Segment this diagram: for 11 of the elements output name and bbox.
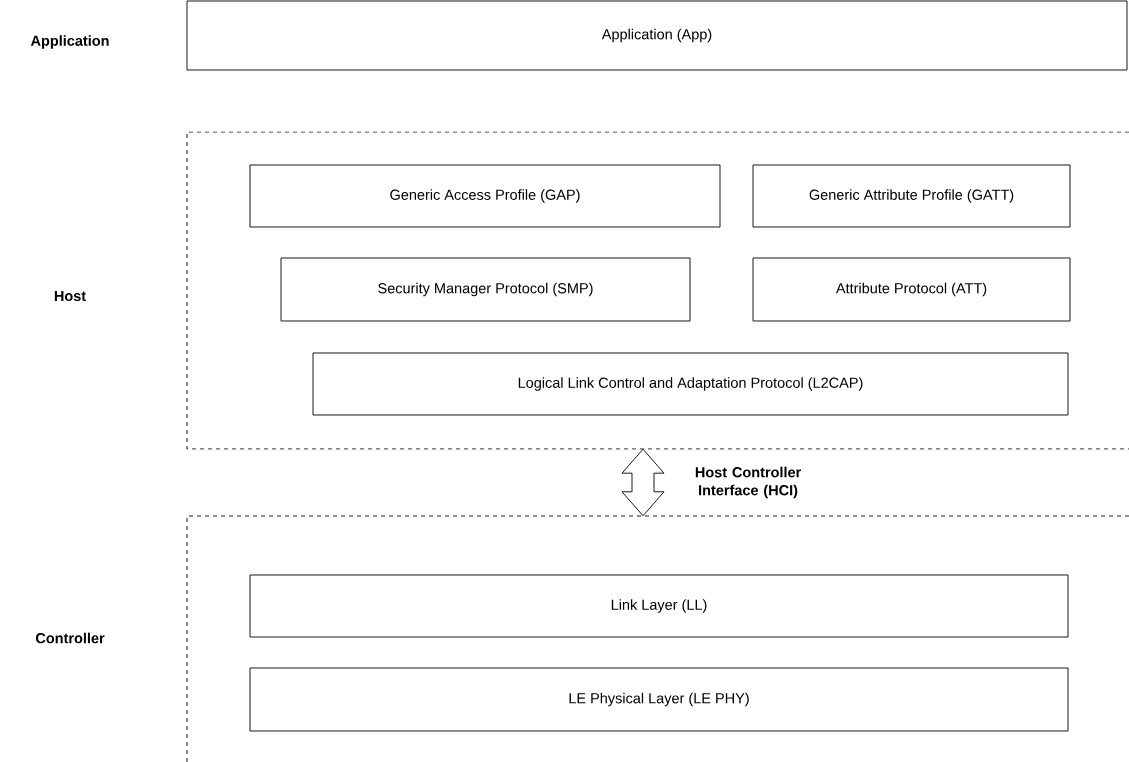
layer-box: Logical Link Control and Adaptation Protocol (L2CAP) <box>312 352 1069 416</box>
layer-box: Generic Access Profile (GAP) <box>249 164 721 228</box>
layer-box: Application (App) <box>186 0 1128 71</box>
double-arrow <box>621 448 665 517</box>
layer-box: Security Manager Protocol (SMP) <box>280 257 691 322</box>
edge-label: Host Controller Interface (HCI) <box>695 466 801 499</box>
layer-box: Attribute Protocol (ATT) <box>752 257 1071 322</box>
layer-box: Generic Attribute Profile (GATT) <box>752 164 1071 228</box>
layer-box: Link Layer (LL) <box>249 574 1069 638</box>
side-label: Application <box>30 35 109 49</box>
layer-box: LE Physical Layer (LE PHY) <box>249 667 1069 732</box>
